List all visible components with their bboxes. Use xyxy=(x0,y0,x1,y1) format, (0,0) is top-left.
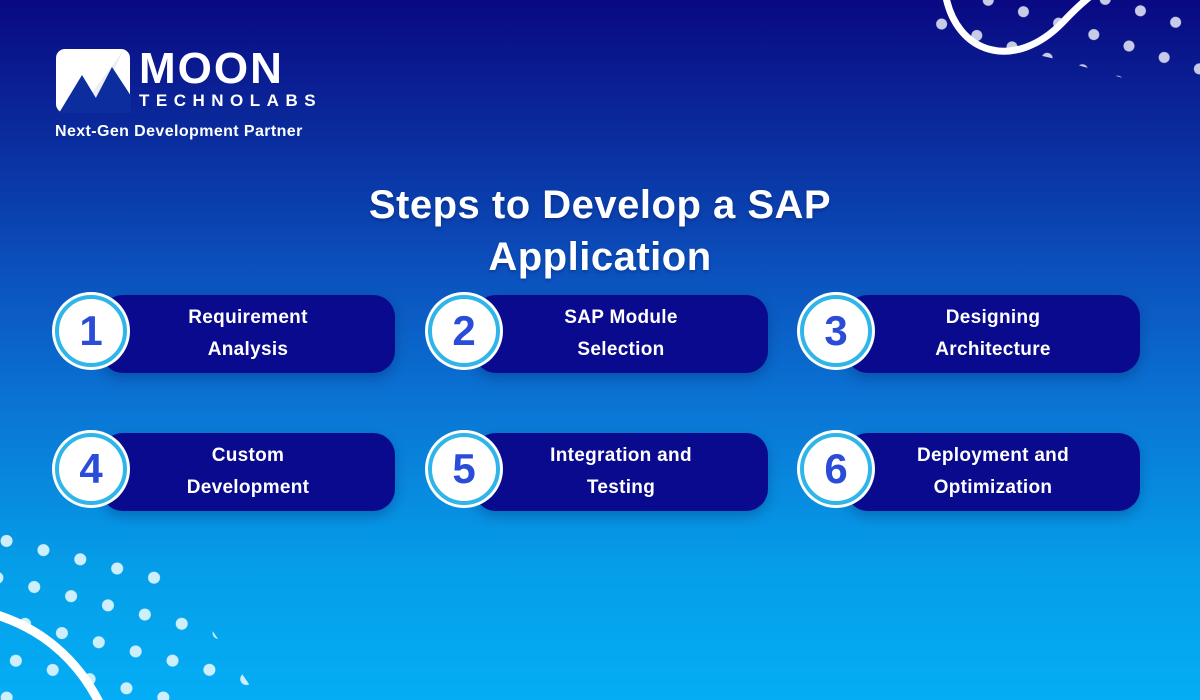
step-3-designing-architecture: Designing Architecture 3 xyxy=(800,294,1140,374)
step-number: 1 xyxy=(79,307,103,354)
step-number-badge: 2 xyxy=(428,295,500,367)
step-pill: Deployment and Optimization xyxy=(846,433,1140,511)
step-label: Requirement Analysis xyxy=(188,307,308,360)
step-number: 4 xyxy=(79,445,103,492)
logo-tagline: Next-Gen Development Partner xyxy=(55,123,303,140)
step-number-badge: 5 xyxy=(428,433,500,505)
bottom-left-wave-line xyxy=(0,611,103,700)
step-pill: Integration and Testing xyxy=(474,433,768,511)
step-pill: Requirement Analysis xyxy=(101,295,395,373)
step-2-sap-module-selection: SAP Module Selection 2 xyxy=(428,294,768,374)
step-number-badge: 3 xyxy=(800,295,872,367)
step-number: 6 xyxy=(824,445,848,492)
page-title: Steps to Develop a SAP Application xyxy=(368,182,832,279)
step-label: Custom Development xyxy=(186,445,310,498)
step-number: 5 xyxy=(452,445,476,492)
step-6-deployment-and-optimization: Deployment and Optimization 6 xyxy=(800,432,1140,512)
step-number-badge: 6 xyxy=(800,433,872,505)
step-1-requirement-analysis: Requirement Analysis 1 xyxy=(55,294,395,374)
step-label: SAP Module Selection xyxy=(564,307,678,360)
logo: MOON TECHNOLABS Next-Gen Development Par… xyxy=(55,44,355,141)
step-4-custom-development: Custom Development 4 xyxy=(55,432,395,512)
step-label: Designing Architecture xyxy=(935,307,1051,360)
top-right-dots-decoration xyxy=(928,0,1200,100)
bottom-left-dots-decoration xyxy=(0,530,260,700)
top-right-wave-line xyxy=(943,0,1092,55)
step-number: 2 xyxy=(452,307,476,354)
step-number: 3 xyxy=(824,307,848,354)
logo-subname: TECHNOLABS xyxy=(139,91,323,110)
step-label: Integration and Testing xyxy=(550,445,692,498)
moon-technolabs-logo-icon xyxy=(56,49,131,113)
step-label: Deployment and Optimization xyxy=(917,445,1069,498)
step-number-badge: 1 xyxy=(55,295,127,367)
step-pill: SAP Module Selection xyxy=(474,295,768,373)
step-number-badge: 4 xyxy=(55,433,127,505)
step-5-integration-and-testing: Integration and Testing 5 xyxy=(428,432,768,512)
step-pill: Designing Architecture xyxy=(846,295,1140,373)
step-pill: Custom Development xyxy=(101,433,395,511)
logo-name: MOON xyxy=(139,44,284,93)
